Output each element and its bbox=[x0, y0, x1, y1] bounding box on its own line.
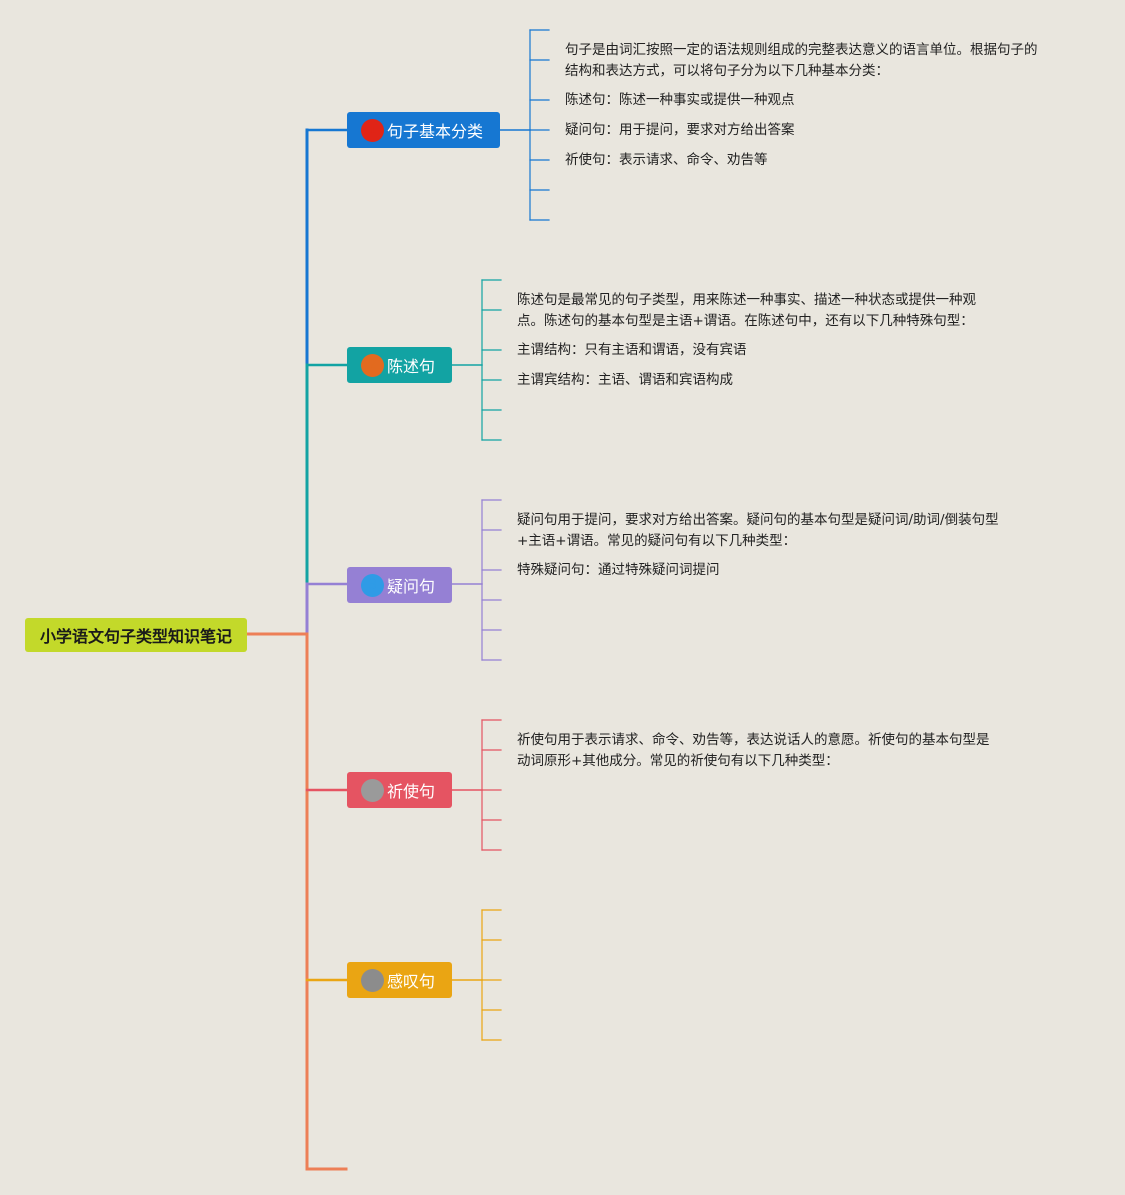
note-text: 主谓宾结构：主语、谓语和宾语构成 bbox=[517, 372, 733, 388]
note-text: 特殊疑问句：通过特殊疑问词提问 bbox=[517, 562, 720, 578]
topic-label: 句子基本分类 bbox=[387, 122, 484, 141]
topic-interrogative-sentence[interactable]: 3 疑问句 bbox=[347, 567, 452, 603]
note-text: 主谓结构：只有主语和谓语，没有宾语 bbox=[517, 342, 747, 358]
number-badge-icon: 5 bbox=[361, 968, 384, 992]
root-topic[interactable]: 小学语文句子类型知识笔记 bbox=[25, 618, 247, 652]
note-text: 疑问句：用于提问，要求对方给出答案 bbox=[565, 122, 795, 138]
note-text: 句子是由词汇按照一定的语法规则组成的完整表达意义的语言单位。根据句子的 bbox=[565, 42, 1038, 58]
topic-label: 疑问句 bbox=[387, 577, 436, 596]
topic-declarative-sentence[interactable]: 2 陈述句 bbox=[347, 347, 452, 383]
note-text: +主语+谓语。常见的疑问句有以下几种类型： bbox=[517, 533, 797, 549]
topic-label: 祈使句 bbox=[387, 782, 436, 801]
number-badge-icon: 3 bbox=[361, 573, 384, 597]
topic-label: 感叹句 bbox=[387, 972, 436, 991]
note-text: 点。陈述句的基本句型是主语+谓语。在陈述句中，还有以下几种特殊句型： bbox=[517, 313, 974, 329]
note-text: 结构和表达方式，可以将句子分为以下几种基本分类： bbox=[565, 63, 889, 79]
note-text: 祈使句：表示请求、命令、劝告等 bbox=[565, 152, 768, 168]
note-text: 陈述句是最常见的句子类型，用来陈述一种事实、描述一种状态或提供一种观 bbox=[517, 292, 976, 308]
note-text: 疑问句用于提问，要求对方给出答案。疑问句的基本句型是疑问词/助词/倒装句型 bbox=[517, 512, 999, 528]
note-text: 陈述句：陈述一种事实或提供一种观点 bbox=[565, 92, 795, 108]
number-badge-icon: 1 bbox=[361, 118, 384, 142]
number-badge-icon: 4 bbox=[361, 778, 384, 802]
note-text: 动词原形+其他成分。常见的祈使句有以下几种类型： bbox=[517, 753, 839, 769]
topic-label: 陈述句 bbox=[387, 357, 436, 376]
topic-imperative-sentence[interactable]: 4 祈使句 bbox=[347, 772, 452, 808]
number-badge-icon: 2 bbox=[361, 353, 384, 377]
topic-sentence-basic-classification[interactable]: 1 句子基本分类 bbox=[347, 112, 500, 148]
root-topic-label: 小学语文句子类型知识笔记 bbox=[39, 627, 232, 646]
note-text: 祈使句用于表示请求、命令、劝告等，表达说话人的意愿。祈使句的基本句型是 bbox=[517, 732, 990, 748]
topic-exclamatory-sentence[interactable]: 5 感叹句 bbox=[347, 962, 452, 998]
